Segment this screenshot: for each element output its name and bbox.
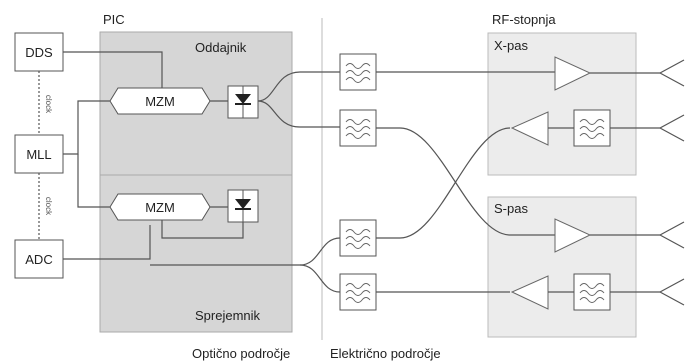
wire-pd-filter-1 [257, 71, 340, 102]
bandpass-filter-icon [339, 219, 377, 257]
mll-label: MLL [26, 147, 51, 162]
photodiode-icon [227, 189, 259, 223]
bandpass-filter-icon [573, 273, 611, 311]
bandpass-filter-icon [339, 53, 377, 91]
rf-stage-label: RF-stopnja [492, 12, 556, 27]
wire-filter2-samp [376, 127, 555, 236]
mll-block [14, 134, 64, 174]
pic-label: PIC [103, 12, 125, 27]
wire-dds-mzm [63, 51, 163, 88]
amplifier-icon [554, 56, 592, 91]
clock-label-bottom: clock [44, 197, 53, 216]
photodiode-icon [227, 85, 259, 119]
wire-mll-mzm-tx [63, 100, 110, 155]
amplifier-icon [554, 218, 592, 253]
bandpass-filter-icon [573, 109, 611, 147]
antenna-icon [659, 114, 685, 142]
pic-region [99, 31, 293, 333]
wire-filter3-xrx [376, 127, 511, 239]
dds-label: DDS [25, 45, 53, 60]
optical-domain-label: Optično področje [192, 346, 290, 361]
electrical-domain-label: Električno področje [330, 346, 441, 361]
wire-mll-mzm-rx [77, 154, 110, 208]
receiver-label: Sprejemnik [195, 308, 261, 323]
adc-block [14, 239, 64, 279]
transmitter-label: Oddajnik [195, 40, 247, 55]
clock-label-top: clock [44, 95, 53, 114]
rf-region-x-band [487, 32, 637, 176]
wire-pd-filter-2 [257, 100, 340, 128]
bandpass-filter-icon [339, 109, 377, 147]
s-band-label: S-pas [494, 201, 528, 216]
antenna-icon [659, 221, 685, 249]
antenna-icon [659, 59, 685, 87]
wire-pd-loop [161, 220, 244, 239]
wire-adc [63, 225, 151, 260]
mzm-rx-label: MZM [145, 200, 175, 215]
rf-region-s-band [487, 196, 637, 338]
x-band-label: X-pas [494, 38, 528, 53]
wire-filter-4-rx [299, 264, 341, 293]
antenna-icon [659, 278, 685, 306]
adc-label: ADC [25, 252, 52, 267]
mzm-tx-label: MZM [145, 94, 175, 109]
bandpass-filter-icon [339, 273, 377, 311]
